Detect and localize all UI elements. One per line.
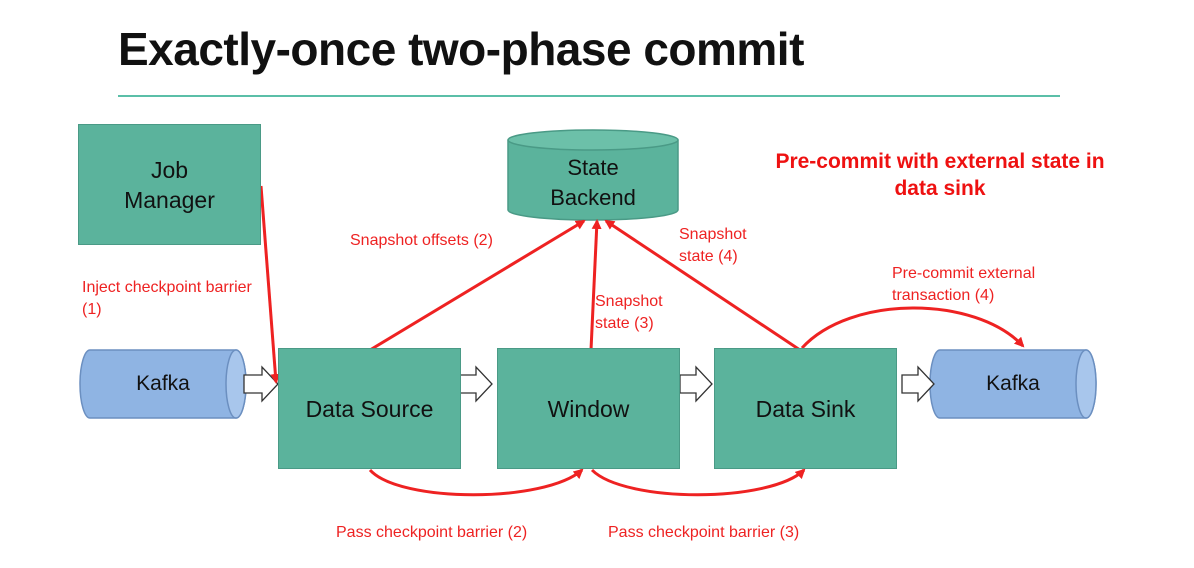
snapshot-offsets-label: Snapshot offsets (2) xyxy=(350,232,493,249)
title-underline xyxy=(118,95,1060,97)
snapshot-offsets-arrow xyxy=(369,219,586,352)
slide-title: Exactly-once two-phase commit xyxy=(118,23,804,75)
precommit-arrow xyxy=(800,306,1025,350)
snapshot-state-4-label: Snapshot state (4) xyxy=(679,226,747,265)
headline-note: Pre-commit with external state in data s… xyxy=(775,150,1105,200)
pass-barrier-2-label: Pass checkpoint barrier (2) xyxy=(336,524,528,541)
snapshot-state-3-arrow xyxy=(589,219,602,351)
job-manager-box: Job Manager xyxy=(78,124,261,245)
kafka-source-cylinder xyxy=(79,349,247,419)
pass-barrier-3-arrow xyxy=(590,468,806,497)
inject-barrier-arrow xyxy=(259,185,281,384)
kafka-source-label: Kafka xyxy=(136,372,190,395)
job-manager-label: Job Manager xyxy=(124,156,215,213)
pass-barrier-3-label: Pass checkpoint barrier (3) xyxy=(608,524,800,541)
window-label: Window xyxy=(547,395,630,422)
kafka-sink-label: Kafka xyxy=(986,372,1040,395)
precommit-external-label: Pre-commit external transaction (4) xyxy=(892,265,1036,304)
data-sink-label: Data Sink xyxy=(755,395,856,422)
kafka-sink-cylinder xyxy=(929,349,1097,419)
inject-checkpoint-label: Inject checkpoint barrier (1) xyxy=(82,279,252,318)
flow-arrow-source-to-window xyxy=(459,365,493,403)
state-backend-cylinder xyxy=(507,129,679,221)
flow-arrow-sink-to-kafka xyxy=(901,365,935,403)
snapshot-state-4-arrow xyxy=(604,219,801,352)
flow-arrow-kafka-to-source xyxy=(243,365,279,403)
data-sink-box: Data Sink xyxy=(714,348,897,469)
snapshot-state-3-label: Snapshot state (3) xyxy=(595,293,663,332)
state-backend-label: State Backend xyxy=(550,155,636,210)
flow-arrow-window-to-sink xyxy=(679,365,713,403)
data-source-label: Data Source xyxy=(305,395,434,422)
pass-barrier-2-arrow xyxy=(368,468,584,497)
window-box: Window xyxy=(497,348,680,469)
data-source-box: Data Source xyxy=(278,348,461,469)
